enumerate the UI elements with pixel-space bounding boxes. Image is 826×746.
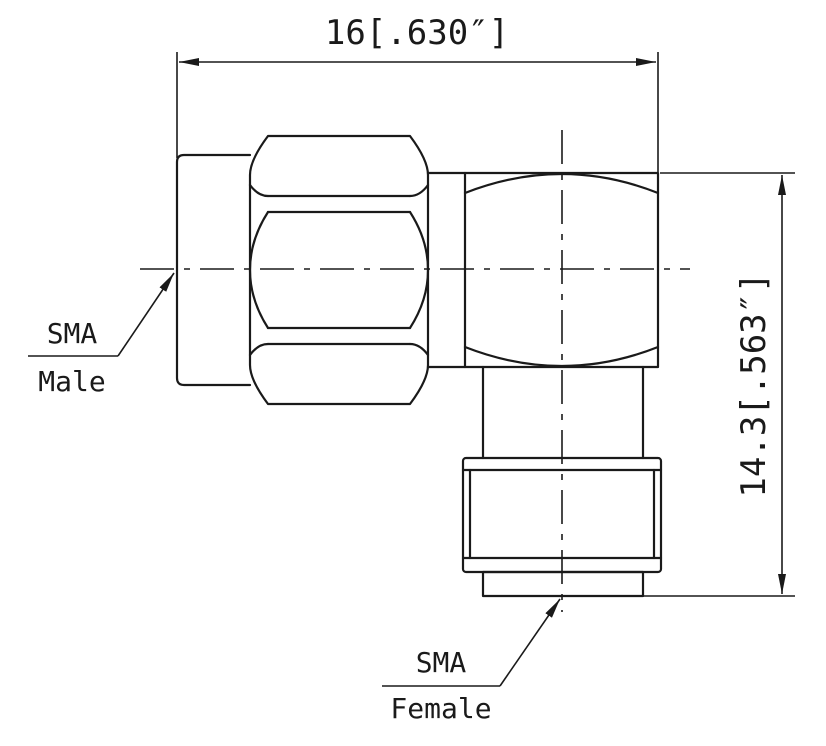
female-callout-line1: SMA bbox=[416, 646, 467, 679]
hex-lower-arc bbox=[248, 342, 430, 357]
female-leader-line bbox=[499, 598, 561, 687]
callout-sma-male: SMA Male bbox=[28, 272, 175, 398]
female-callout-line2: Female bbox=[390, 692, 491, 725]
center-lines bbox=[140, 130, 690, 612]
male-leader-line bbox=[117, 272, 175, 357]
elbow-barrel-bottom-arc bbox=[463, 345, 660, 368]
female-front-face bbox=[481, 570, 645, 598]
male-callout-line1: SMA bbox=[47, 317, 98, 350]
width-dimension-label: 16[.630″] bbox=[325, 13, 509, 53]
male-back-cap bbox=[175, 153, 252, 387]
width-dimension: 16[.630″] bbox=[176, 13, 659, 172]
callout-sma-female: SMA Female bbox=[382, 598, 561, 725]
male-callout-line2: Male bbox=[38, 365, 105, 398]
hex-upper-arc bbox=[248, 183, 430, 198]
height-dimension-label: 14.3[.563″] bbox=[734, 272, 774, 497]
sma-male-body bbox=[175, 134, 467, 406]
female-neck bbox=[481, 365, 645, 460]
height-dimension: 14.3[.563″] bbox=[643, 172, 795, 597]
hex-middle-arcs bbox=[248, 210, 430, 330]
male-hex-nut bbox=[248, 134, 430, 406]
